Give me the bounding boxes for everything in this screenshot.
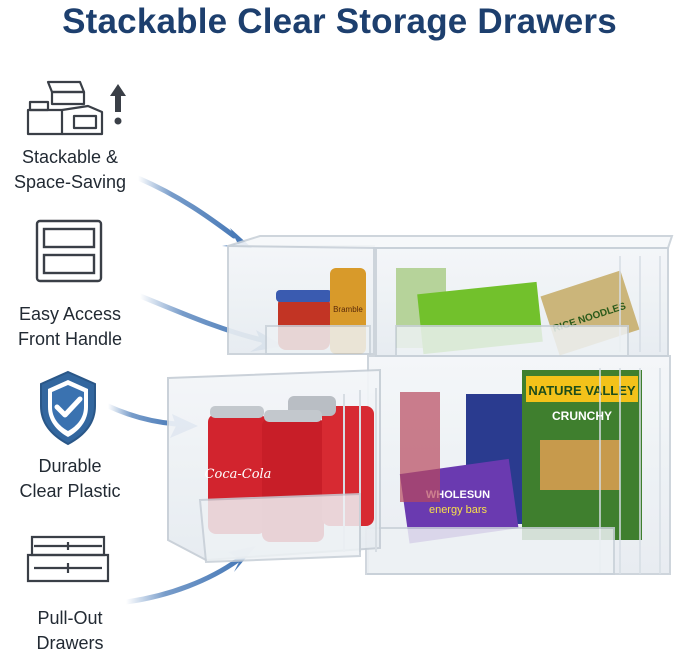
feature-label-line: Stackable & — [21, 147, 119, 167]
bar-pack-text: energy bars — [429, 504, 488, 516]
can-label: Coca-Cola — [205, 467, 272, 482]
bar-box-flavor: CRUNCHY — [552, 409, 612, 423]
jar-label: Bramble — [333, 305, 363, 314]
feature-label-line: Clear Plastic — [19, 481, 121, 501]
drawer-top-right: RICE NOODLES — [375, 247, 669, 357]
drawer-bottom-right: NATURE VALLEY CRUNCHY WHOLESUN energy ba… — [365, 355, 671, 575]
feature-label-pull-out: Pull-Out Drawers — [0, 606, 140, 656]
bar-box-brand: NATURE VALLEY — [528, 383, 635, 398]
stackable-boxes-icon — [26, 80, 126, 136]
feature-label-front-handle: Easy Access Front Handle — [0, 302, 140, 352]
front-handle-icon — [35, 219, 103, 283]
feature-label-line: Front Handle — [17, 329, 123, 349]
feature-label-line: Space-Saving — [13, 172, 127, 192]
feature-label-line: Pull-Out — [37, 608, 103, 628]
feature-label-stackable: Stackable & Space-Saving — [0, 145, 140, 195]
feature-label-line: Drawers — [36, 633, 104, 653]
shield-check-icon — [40, 370, 96, 446]
drawer-top-left: Bramble — [227, 245, 375, 355]
feature-label-durable: Durable Clear Plastic — [0, 454, 140, 504]
feature-label-line: Easy Access — [18, 304, 122, 324]
product-image: NATURE VALLEY CRUNCHY WHOLESUN energy ba… — [167, 235, 674, 575]
page-title: Stackable Clear Storage Drawers — [62, 2, 617, 41]
feature-label-line: Durable — [38, 456, 102, 476]
drawer-bottom-left: Coca-Cola — [167, 368, 381, 564]
bar-pack-brand: WHOLESUN — [426, 489, 490, 501]
pull-out-drawer-icon — [26, 535, 110, 583]
